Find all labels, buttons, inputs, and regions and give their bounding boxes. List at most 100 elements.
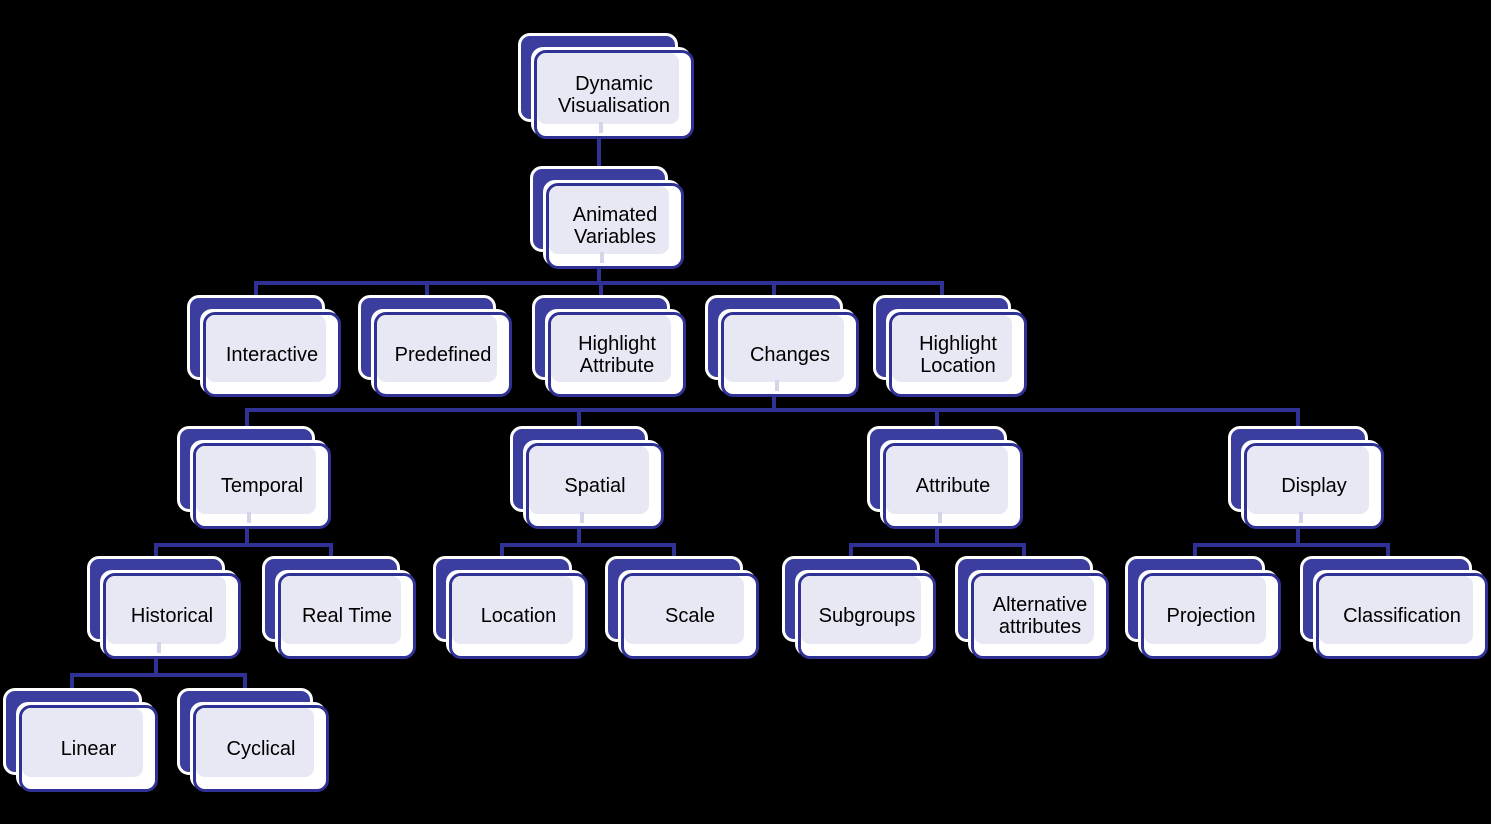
node-display: Display [1228,426,1384,529]
connector-line [597,115,601,175]
node-panel [22,708,143,777]
connector-line [577,408,581,438]
node-animated-variables-label: Animated Variables [572,204,658,248]
node-panel [801,576,921,644]
node-front-card: Subgroups [798,573,936,659]
node-projection: Projection [1125,556,1281,659]
connector-line [245,520,249,547]
node-front-card: Classification [1316,573,1488,659]
node-real-time: Real Time [262,556,416,659]
node-front-card: Attribute [883,443,1023,529]
node-panel [281,576,401,644]
node-front-card: Location [449,573,588,659]
node-front-card: Highlight Attribute [548,312,686,397]
node-panel [537,53,679,124]
connector-line [935,408,939,438]
node-temporal-label: Temporal [220,475,304,497]
node-dynamic-visualisation: Dynamic Visualisation [518,33,694,139]
connector-line [154,650,158,677]
connector-line [1193,543,1390,547]
connector-line [245,408,249,438]
node-predefined-label: Predefined [394,343,492,366]
node-panel [974,576,1094,644]
node-historical-label: Historical [130,605,214,627]
node-subgroups: Subgroups [782,556,936,659]
connector-line [577,520,581,547]
node-interactive-label: Interactive [225,343,319,366]
node-projection-label: Projection [1166,605,1256,627]
node-linear-label: Linear [60,737,117,760]
node-display-label: Display [1281,475,1347,497]
node-real-time-label: Real Time [301,605,393,627]
node-front-card: Interactive [203,312,341,397]
node-scale: Scale [605,556,759,659]
node-classification: Classification [1300,556,1488,659]
node-front-card: Changes [721,312,859,397]
node-panel [551,315,671,382]
node-front-card: Projection [1141,573,1281,659]
node-front-card: Alternative attributes [971,573,1109,659]
node-attribute-label: Attribute [915,475,991,497]
connector-pass-through [938,512,942,523]
node-front-card: Cyclical [193,705,329,792]
connector-pass-through [247,512,251,523]
node-highlight-location-label: Highlight Location [919,332,997,377]
node-front-card: Historical [103,573,241,659]
connector-pass-through [599,122,603,133]
node-changes-label: Changes [749,343,831,366]
node-panel [1319,576,1473,644]
node-historical: Historical [87,556,241,659]
node-spatial: Spatial [510,426,664,529]
node-panel [529,446,649,514]
node-alternative-attributes: Alternative attributes [955,556,1109,659]
node-location: Location [433,556,588,659]
connector-line [1296,520,1300,547]
connector-line [154,543,333,547]
node-front-card: Highlight Location [889,312,1027,397]
node-linear: Linear [3,688,158,792]
node-front-card: Spatial [526,443,664,529]
node-panel [624,576,744,644]
node-attribute: Attribute [867,426,1023,529]
node-front-card: Temporal [193,443,331,529]
node-panel [886,446,1008,514]
node-predefined: Predefined [358,295,512,397]
node-interactive: Interactive [187,295,341,397]
node-panel [206,315,326,382]
connector-pass-through [157,642,161,653]
node-changes: Changes [705,295,859,397]
node-panel [1144,576,1266,644]
node-panel [724,315,844,382]
node-cyclical-label: Cyclical [226,737,296,760]
connector-pass-through [775,380,779,391]
node-highlight-location: Highlight Location [873,295,1027,397]
node-spatial-label: Spatial [564,475,626,497]
node-highlight-attribute-label: Highlight Attribute [578,332,656,377]
connector-pass-through [1299,512,1303,523]
node-cyclical: Cyclical [177,688,329,792]
node-front-card: Animated Variables [546,183,684,269]
node-panel [106,576,226,644]
node-front-card: Real Time [278,573,416,659]
node-panel [892,315,1012,382]
node-panel [549,186,669,254]
node-front-card: Dynamic Visualisation [534,50,694,139]
node-animated-variables: Animated Variables [530,166,684,269]
node-panel [1247,446,1369,514]
node-scale-label: Scale [664,605,716,627]
node-temporal: Temporal [177,426,331,529]
node-front-card: Predefined [374,312,512,397]
node-panel [377,315,497,382]
node-dynamic-visualisation-label: Dynamic Visualisation [558,72,670,117]
node-classification-label: Classification [1343,605,1461,627]
connector-line [935,520,939,547]
connector-pass-through [580,512,584,523]
node-alternative-attributes-label: Alternative attributes [992,594,1088,638]
node-location-label: Location [480,605,557,627]
node-panel [452,576,573,644]
connector-line [1296,408,1300,438]
node-front-card: Display [1244,443,1384,529]
connector-line [500,543,676,547]
node-panel [196,708,314,777]
